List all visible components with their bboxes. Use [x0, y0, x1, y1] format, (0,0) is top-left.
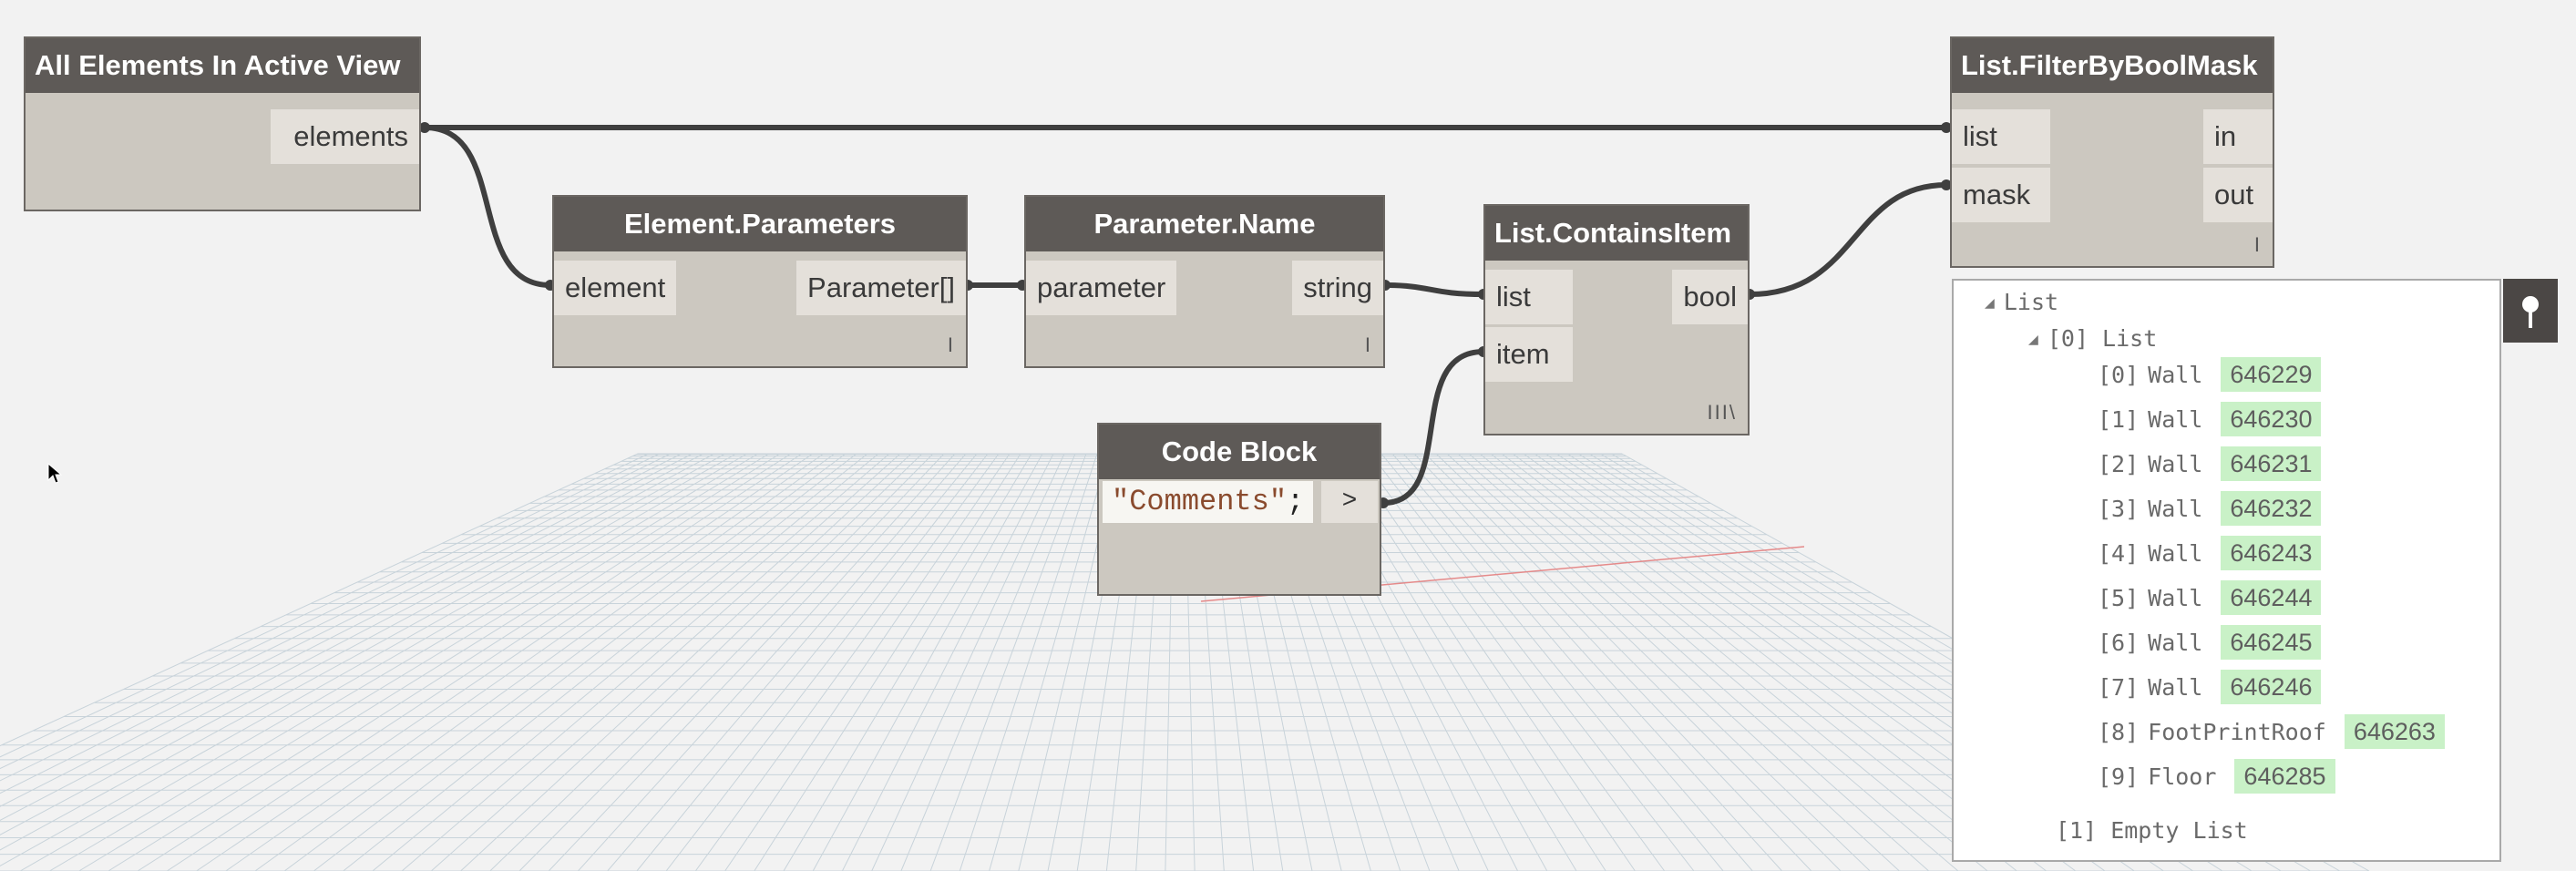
output-port-in[interactable]: in: [2203, 109, 2273, 164]
sublist-label: [0] List: [2047, 325, 2158, 352]
item-index: [7]: [2098, 674, 2140, 701]
tree-root-row[interactable]: ◢ List: [1985, 284, 2058, 321]
item-index: [6]: [2098, 630, 2140, 656]
item-id-value: 646229: [2221, 357, 2322, 392]
node-title[interactable]: All Elements In Active View: [26, 38, 419, 93]
node-title[interactable]: List.ContainsItem: [1485, 206, 1748, 261]
list-item[interactable]: [1] Wall 646230: [2098, 402, 2322, 438]
code-semicolon: ;: [1287, 485, 1305, 518]
input-port-list[interactable]: list: [1952, 109, 2050, 164]
item-index: [1]: [2098, 406, 2140, 433]
node-preview-panel[interactable]: ◢ List ◢ [0] List [0] Wall 646229 [1] Wall 6462…: [1952, 279, 2501, 862]
item-id-value: 646244: [2221, 580, 2322, 615]
item-type: Floor: [2148, 763, 2217, 790]
tree-empty-sublist-row[interactable]: [1] Empty List: [2056, 813, 2248, 849]
item-id-value: 646263: [2344, 714, 2445, 749]
output-port-out[interactable]: out: [2203, 168, 2273, 222]
node-title[interactable]: List.FilterByBoolMask: [1952, 38, 2273, 93]
node-code-block[interactable]: Code Block "Comments"; >: [1097, 423, 1381, 596]
tree-sublist-row[interactable]: ◢ [0] List: [2028, 321, 2157, 357]
triangle-expanded-icon[interactable]: ◢: [2028, 330, 2038, 349]
item-index: [9]: [2098, 763, 2140, 790]
node-list-contains-item[interactable]: List.ContainsItem list item bool III\: [1483, 204, 1750, 436]
node-all-elements-in-active-view[interactable]: All Elements In Active View elements: [24, 36, 421, 211]
pin-icon: [2522, 296, 2539, 328]
tree-root-label: List: [2003, 289, 2059, 315]
item-id-value: 646230: [2221, 402, 2322, 436]
node-list-filter-by-bool-mask[interactable]: List.FilterByBoolMask list mask in out I: [1950, 36, 2274, 268]
item-id-value: 646245: [2221, 625, 2322, 660]
list-item[interactable]: [7] Wall 646246: [2098, 670, 2322, 706]
lacing-indicator[interactable]: I: [947, 333, 955, 356]
output-port-elements[interactable]: elements: [271, 109, 419, 164]
code-editor-line[interactable]: "Comments";: [1103, 481, 1314, 523]
item-index: [3]: [2098, 496, 2140, 522]
output-port-code[interactable]: >: [1321, 481, 1378, 523]
node-title[interactable]: Element.Parameters: [554, 197, 966, 251]
list-item[interactable]: [3] Wall 646232: [2098, 491, 2322, 528]
list-item[interactable]: [4] Wall 646243: [2098, 536, 2322, 572]
item-id-value: 646243: [2221, 536, 2322, 570]
item-id-value: 646285: [2234, 759, 2335, 794]
node-element-parameters[interactable]: Element.Parameters element Parameter[] I: [552, 195, 968, 368]
item-id-value: 646246: [2221, 670, 2322, 704]
item-type: FootPrintRoof: [2148, 719, 2326, 745]
list-item[interactable]: [6] Wall 646245: [2098, 625, 2322, 661]
output-port-string[interactable]: string: [1292, 261, 1383, 315]
lacing-indicator[interactable]: III\: [1707, 401, 1737, 424]
item-type: Wall: [2148, 451, 2203, 477]
item-type: Wall: [2148, 362, 2203, 388]
item-index: [5]: [2098, 585, 2140, 611]
item-type: Wall: [2148, 496, 2203, 522]
output-port-parameter-list[interactable]: Parameter[]: [796, 261, 966, 315]
pin-preview-button[interactable]: [2503, 279, 2558, 343]
item-index: [8]: [2098, 719, 2140, 745]
node-title[interactable]: Code Block: [1099, 425, 1380, 479]
node-title[interactable]: Parameter.Name: [1026, 197, 1383, 251]
lacing-indicator[interactable]: I: [2253, 233, 2262, 256]
sublist-label: [1] Empty List: [2056, 817, 2248, 844]
list-item[interactable]: [5] Wall 646244: [2098, 580, 2322, 617]
list-item[interactable]: [0] Wall 646229: [2098, 357, 2322, 394]
lacing-indicator[interactable]: I: [1364, 333, 1372, 356]
item-type: Wall: [2148, 674, 2203, 701]
item-index: [0]: [2098, 362, 2140, 388]
item-index: [4]: [2098, 540, 2140, 567]
input-port-element[interactable]: element: [554, 261, 677, 315]
list-item[interactable]: [2] Wall 646231: [2098, 446, 2322, 483]
item-type: Wall: [2148, 406, 2203, 433]
output-port-bool[interactable]: bool: [1672, 270, 1748, 324]
input-port-item[interactable]: item: [1485, 327, 1573, 382]
input-port-list[interactable]: list: [1485, 270, 1573, 324]
input-port-parameter[interactable]: parameter: [1026, 261, 1177, 315]
list-item[interactable]: [9] Floor 646285: [2098, 759, 2335, 795]
list-item[interactable]: [8] FootPrintRoof 646263: [2098, 714, 2445, 751]
item-id-value: 646231: [2221, 446, 2322, 481]
triangle-expanded-icon[interactable]: ◢: [1985, 293, 1995, 313]
node-parameter-name[interactable]: Parameter.Name parameter string I: [1024, 195, 1385, 368]
item-id-value: 646232: [2221, 491, 2322, 526]
code-string-literal: "Comments": [1112, 485, 1288, 518]
item-type: Wall: [2148, 630, 2203, 656]
mouse-cursor-icon: [47, 463, 62, 484]
item-index: [2]: [2098, 451, 2140, 477]
item-type: Wall: [2148, 540, 2203, 567]
item-type: Wall: [2148, 585, 2203, 611]
input-port-mask[interactable]: mask: [1952, 168, 2050, 222]
